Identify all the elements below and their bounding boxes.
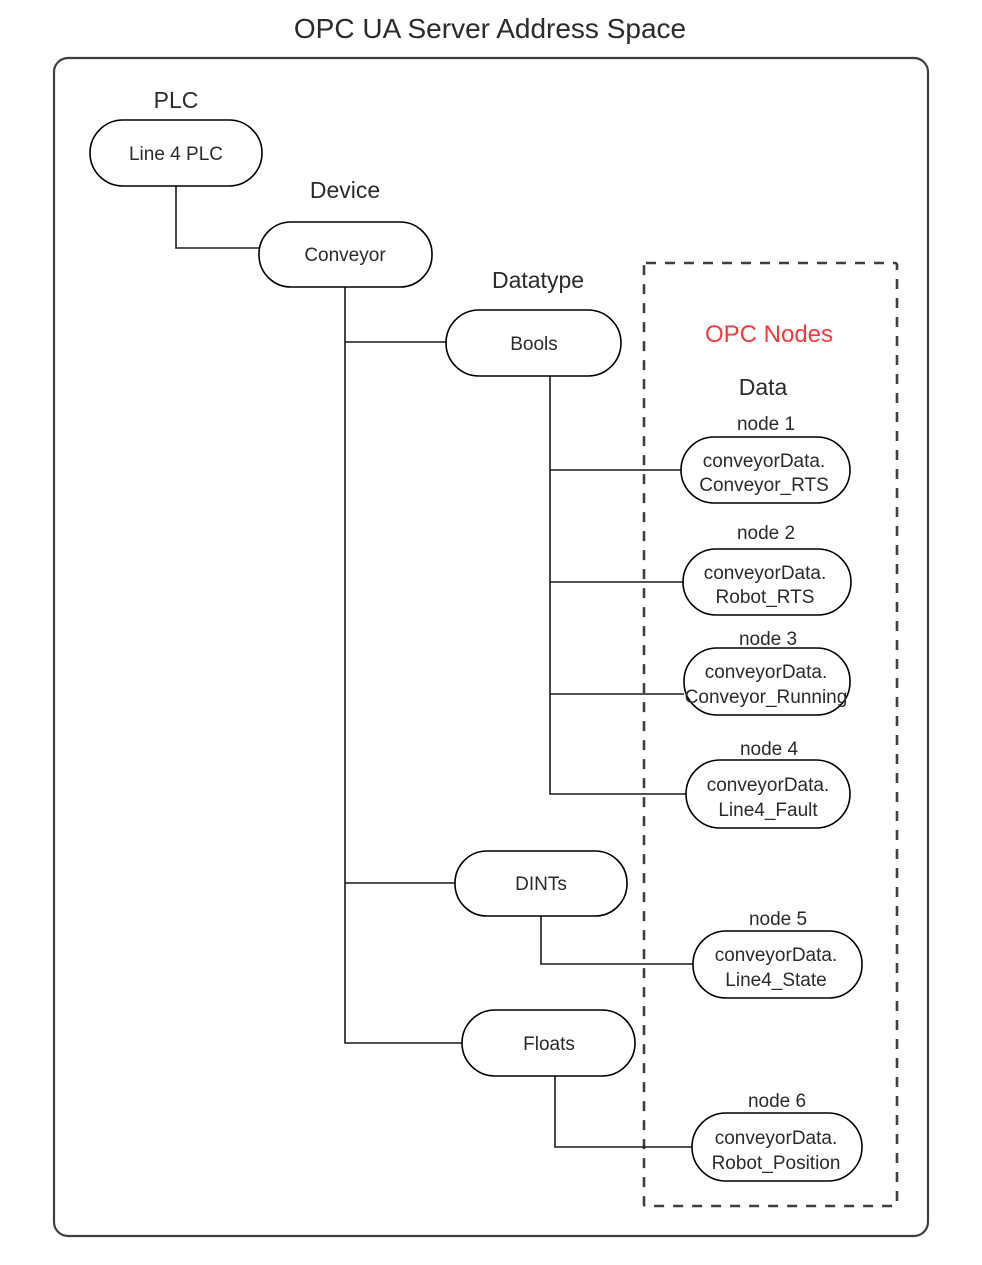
- opc-node-4-line2: Line4_Fault: [718, 800, 818, 821]
- connector-dints-to-node5: [540, 915, 693, 965]
- page-title: OPC UA Server Address Space: [294, 13, 686, 44]
- opc-node-1[interactable]: node 1 conveyorData. Conveyor_RTS: [680, 414, 851, 504]
- tree-box-plc[interactable]: Line 4 PLC: [89, 119, 263, 187]
- opc-node-1-line2: Conveyor_RTS: [699, 475, 829, 496]
- opc-nodes-subheading: Data: [739, 374, 788, 400]
- opc-node-5-caption: node 5: [749, 909, 807, 930]
- opc-node-2[interactable]: node 2 conveyorData. Robot_RTS: [682, 523, 852, 616]
- opc-node-3[interactable]: node 3 conveyorData. Conveyor_Running: [683, 629, 851, 716]
- opc-node-3-line1: conveyorData.: [705, 662, 828, 683]
- opc-nodes-heading: OPC Nodes: [705, 321, 833, 348]
- address-space-frame: [52, 56, 930, 1238]
- group-label-device: Device: [310, 177, 380, 203]
- tree-box-floats-label: Floats: [523, 1034, 575, 1055]
- opc-node-4-caption: node 4: [740, 739, 799, 760]
- opc-node-3-caption: node 3: [739, 629, 797, 650]
- tree-box-device[interactable]: Conveyor: [258, 221, 433, 288]
- opc-node-3-line2: Conveyor_Running: [685, 687, 848, 708]
- opc-node-6-line2: Robot_Position: [712, 1153, 841, 1174]
- tree-box-bools-label: Bools: [510, 334, 558, 355]
- opc-node-1-caption: node 1: [737, 414, 795, 435]
- tree-box-floats[interactable]: Floats: [461, 1009, 636, 1077]
- tree-box-dints[interactable]: DINTs: [454, 850, 628, 917]
- opc-node-2-line2: Robot_RTS: [716, 587, 815, 608]
- opc-node-5-line2: Line4_State: [725, 970, 826, 991]
- opc-node-4-line1: conveyorData.: [707, 775, 830, 796]
- opc-node-6-line1: conveyorData.: [715, 1128, 838, 1149]
- group-label-plc: PLC: [154, 87, 199, 113]
- opc-nodes-frame: [642, 261, 899, 1208]
- tree-box-device-label: Conveyor: [304, 245, 386, 266]
- tree-box-dints-label: DINTs: [515, 874, 567, 895]
- opc-node-4[interactable]: node 4 conveyorData. Line4_Fault: [685, 739, 851, 829]
- connector-plc-to-conveyor: [175, 185, 259, 249]
- connector-floats-to-node6: [554, 1075, 692, 1148]
- connector-conveyor-trunk: [344, 286, 462, 1044]
- opc-node-6-caption: node 6: [748, 1091, 806, 1112]
- tree-box-plc-label: Line 4 PLC: [129, 144, 223, 165]
- opc-node-1-line1: conveyorData.: [703, 451, 826, 472]
- opc-node-6[interactable]: node 6 conveyorData. Robot_Position: [691, 1091, 863, 1182]
- group-label-datatype: Datatype: [492, 267, 584, 293]
- opc-node-2-caption: node 2: [737, 523, 795, 544]
- opc-node-2-line1: conveyorData.: [704, 563, 827, 584]
- opc-node-5[interactable]: node 5 conveyorData. Line4_State: [692, 909, 863, 999]
- opc-node-5-line1: conveyorData.: [715, 945, 838, 966]
- tree-box-bools[interactable]: Bools: [445, 309, 622, 377]
- connector-bools-trunk: [549, 375, 686, 795]
